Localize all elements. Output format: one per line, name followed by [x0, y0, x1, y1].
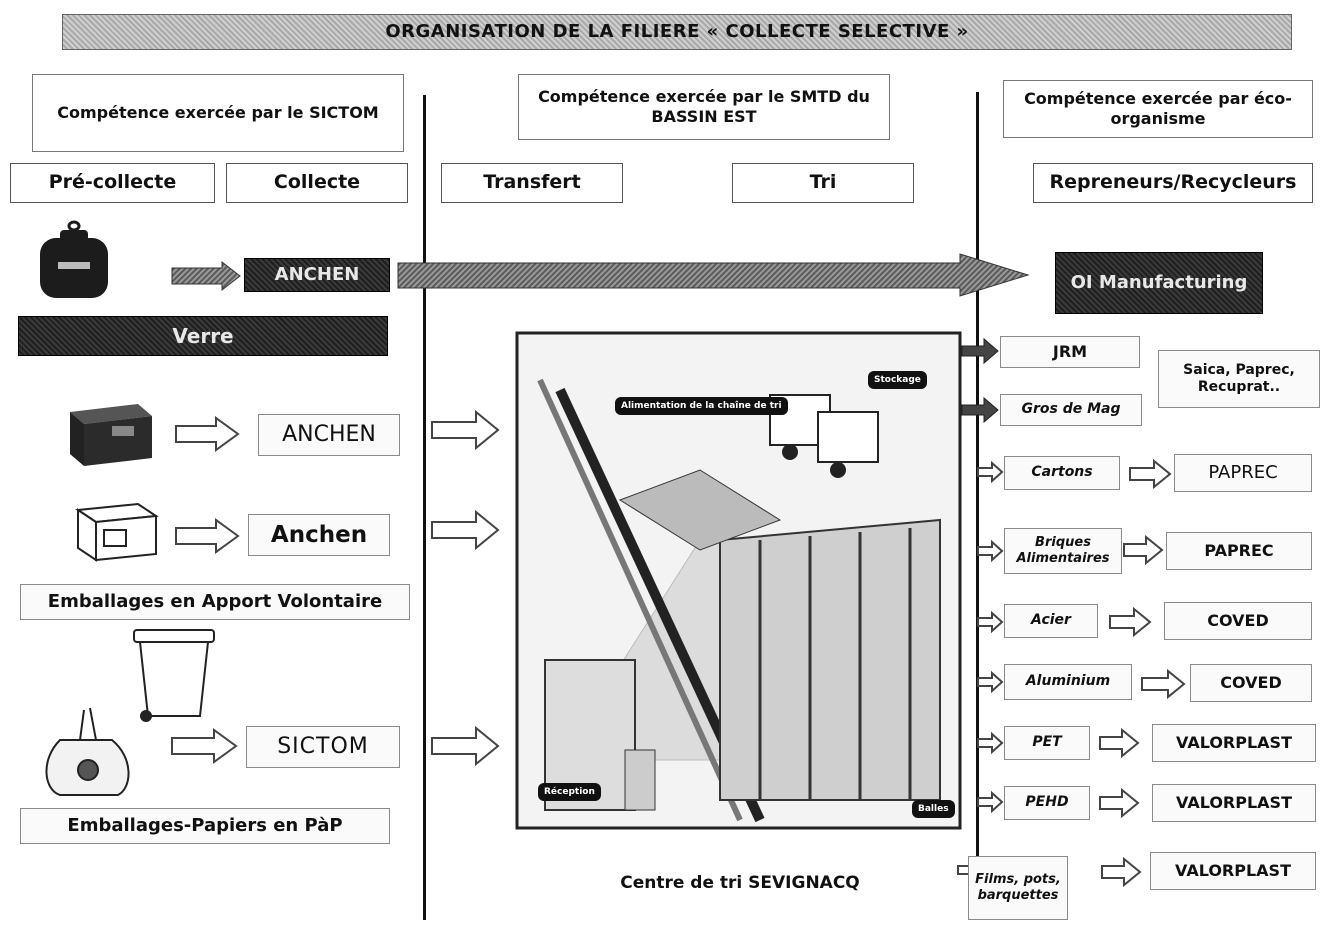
recycler-cartons: PAPREC — [1174, 454, 1312, 492]
apport-collector-2: Anchen — [248, 514, 390, 556]
diagram-title: ORGANISATION DE LA FILIERE « COLLECTE SE… — [62, 14, 1292, 50]
material-pet: PET — [1004, 726, 1090, 760]
tag-reception: Réception — [538, 783, 601, 801]
verre-label: Verre — [18, 316, 388, 356]
transfert-arrow-3 — [431, 725, 500, 767]
tag-balles: Balles — [912, 800, 955, 818]
recycler-films: VALORPLAST — [1150, 852, 1316, 890]
separator-left — [423, 95, 426, 920]
arrow-pet-valorplast — [1099, 727, 1140, 759]
arrow-to-pet — [977, 731, 1004, 755]
arrow-alu-coved — [1141, 668, 1186, 700]
material-briques: Briques Alimentaires — [1004, 528, 1122, 574]
arrow-cartons-paprec — [1129, 458, 1172, 490]
stage-repreneurs: Repreneurs/Recycleurs — [1033, 163, 1313, 203]
centre-caption: Centre de tri SEVIGNACQ — [620, 873, 860, 893]
arrow-pehd-valorplast — [1099, 787, 1140, 819]
arrow-to-grosmag — [961, 396, 999, 424]
verre-destination: OI Manufacturing — [1055, 252, 1263, 314]
stage-collecte: Collecte — [226, 163, 408, 203]
arrow-acier-coved — [1109, 606, 1152, 638]
competence-sictom: Compétence exercée par le SICTOM — [32, 74, 404, 152]
verre-arrow-small — [171, 260, 241, 292]
apport1-arrow — [175, 416, 240, 452]
competence-smtd: Compétence exercée par le SMTD du BASSIN… — [518, 74, 890, 140]
arrow-to-cartons — [977, 460, 1004, 484]
tag-alimentation: Alimentation de la chaîne de tri — [615, 397, 788, 415]
crate-icon — [70, 404, 152, 466]
arrow-to-acier — [977, 610, 1004, 634]
verre-arrow-big — [397, 253, 1030, 297]
stage-precollecte: Pré-collecte — [10, 163, 215, 203]
bag-icon — [45, 707, 130, 796]
recycler-briques: PAPREC — [1166, 532, 1312, 570]
arrow-films-valorplast — [1101, 856, 1142, 888]
material-aluminium: Aluminium — [1004, 664, 1132, 700]
tag-stockage: Stockage — [868, 371, 927, 389]
pap-collector: SICTOM — [246, 726, 400, 768]
transfert-arrow-2 — [431, 509, 500, 551]
recycler-acier: COVED — [1164, 602, 1312, 640]
container-icon — [75, 502, 159, 562]
centre-tri-illustration — [515, 331, 962, 830]
verre-collector: ANCHEN — [244, 258, 390, 292]
recycler-jrm: JRM — [1000, 336, 1140, 368]
material-acier: Acier — [1004, 604, 1098, 638]
material-cartons: Cartons — [1004, 456, 1120, 490]
arrow-to-briques — [977, 539, 1004, 563]
transfert-arrow-1 — [431, 409, 500, 451]
apport2-arrow — [175, 518, 240, 554]
separator-right — [976, 92, 979, 892]
apport-collector-1: ANCHEN — [258, 414, 400, 456]
pap-label: Emballages-Papiers en PàP — [20, 808, 390, 844]
recycler-pehd: VALORPLAST — [1152, 784, 1316, 822]
stage-tri: Tri — [732, 163, 914, 203]
arrow-to-pehd — [977, 790, 1004, 814]
recycler-others: Saica, Paprec, Recuprat.. — [1158, 350, 1320, 408]
apport-label: Emballages en Apport Volontaire — [20, 584, 410, 620]
stage-transfert: Transfert — [441, 163, 623, 203]
competence-eco: Compétence exercée par éco-organisme — [1003, 80, 1313, 138]
material-pehd: PEHD — [1004, 786, 1090, 820]
recycler-pet: VALORPLAST — [1152, 724, 1316, 762]
wheelie-bin-icon — [133, 629, 215, 722]
recycler-gros-mag: Gros de Mag — [1000, 394, 1142, 426]
arrow-to-jrm — [961, 337, 999, 365]
arrow-to-alu — [977, 670, 1004, 694]
verre-bin-icon — [40, 220, 108, 298]
recycler-aluminium: COVED — [1190, 664, 1312, 702]
material-films: Films, pots, barquettes — [968, 856, 1068, 920]
pap-arrow — [171, 728, 238, 764]
arrow-briques-paprec — [1123, 534, 1164, 566]
